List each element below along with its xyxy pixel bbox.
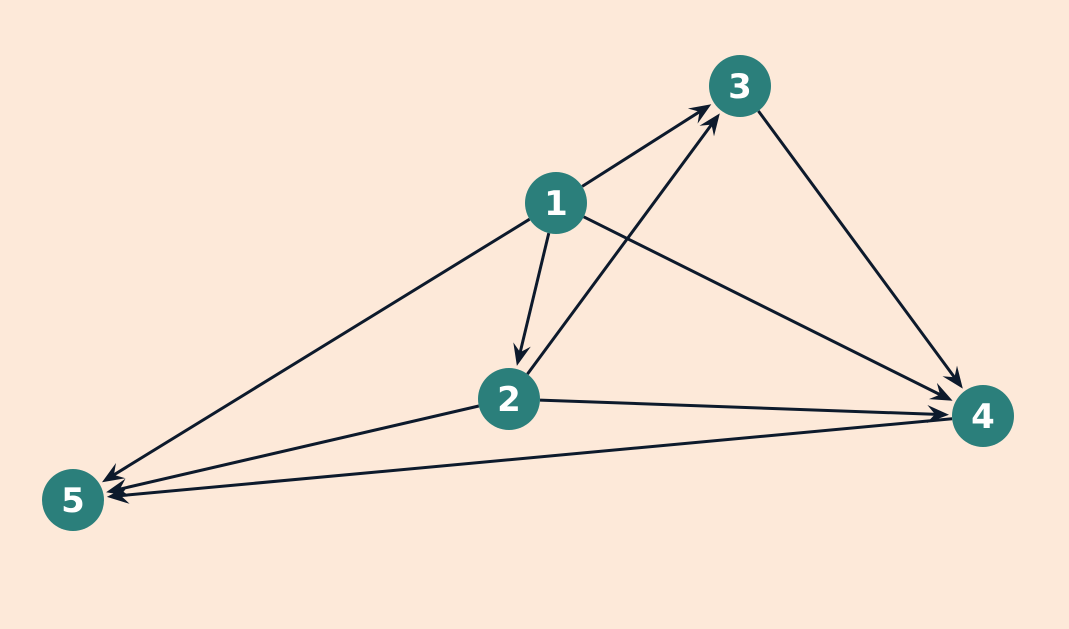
edge-line (518, 232, 551, 355)
node-circle (952, 385, 1014, 447)
node-circle (478, 368, 540, 430)
node-5: 5 (42, 469, 104, 531)
edge-1-to-3 (581, 104, 712, 188)
edge-line (583, 215, 943, 397)
edge-2-to-5 (106, 404, 480, 497)
arrowhead (106, 485, 130, 504)
node-label: 3 (728, 67, 752, 107)
edge-3-to-4 (757, 110, 963, 389)
edge-layer (102, 104, 963, 504)
node-circle (709, 55, 771, 117)
edge-1-to-5 (102, 217, 531, 483)
node-3: 3 (709, 55, 771, 117)
edge-line (539, 398, 938, 416)
node-label: 2 (497, 380, 521, 420)
arrowhead (106, 478, 130, 497)
arrowhead (928, 382, 953, 401)
node-1: 1 (525, 172, 587, 234)
edge-line (526, 122, 714, 375)
edge-2-to-4 (539, 398, 949, 423)
node-circle (42, 469, 104, 531)
arrowhead (699, 113, 720, 137)
node-label: 5 (61, 481, 85, 521)
edge-1-to-4 (583, 215, 953, 401)
arrowhead (687, 104, 712, 124)
edge-line (111, 217, 531, 478)
edge-1-to-2 (513, 232, 551, 366)
edge-line (117, 404, 480, 492)
edge-line (581, 109, 703, 188)
node-layer: 1 2 3 4 5 (42, 55, 1014, 531)
edge-4-to-5 (106, 417, 953, 504)
arrowhead (942, 365, 963, 389)
edge-2-to-3 (526, 113, 720, 375)
arrowhead (513, 342, 531, 366)
node-2: 2 (478, 368, 540, 430)
arrowhead (926, 405, 949, 423)
edge-line (757, 110, 957, 380)
arrowhead (102, 463, 126, 483)
edge-line (118, 417, 953, 498)
node-label: 1 (544, 184, 568, 224)
node-4: 4 (952, 385, 1014, 447)
node-label: 4 (971, 397, 995, 437)
node-circle (525, 172, 587, 234)
